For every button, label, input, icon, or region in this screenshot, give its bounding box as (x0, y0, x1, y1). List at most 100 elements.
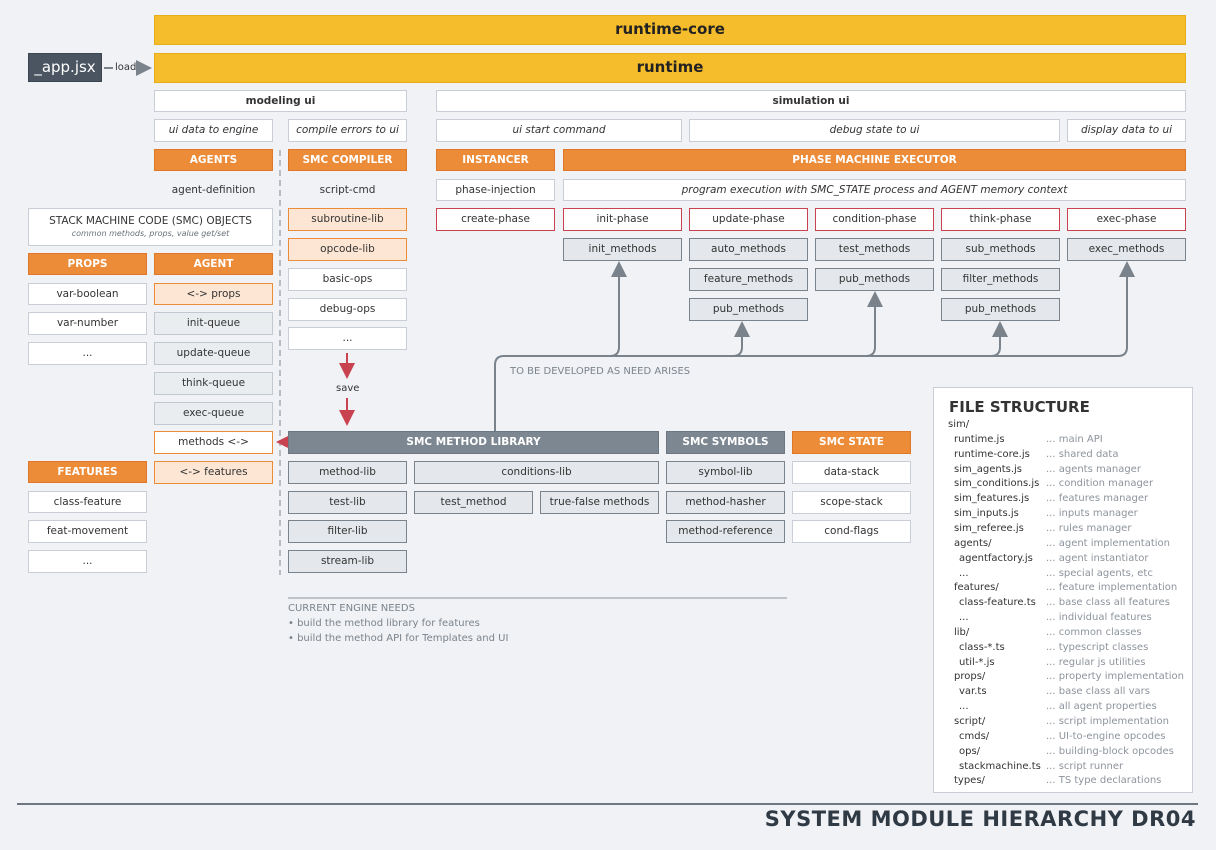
pub-methods-condition: pub_methods (815, 268, 934, 291)
smc-objects-title: STACK MACHINE CODE (SMC) OBJECTS (49, 215, 252, 228)
compiler-item: basic-ops (288, 268, 407, 291)
filter-lib: filter-lib (288, 520, 407, 543)
file-description: ... main API (1046, 433, 1103, 445)
file-path: sim_agents.js (954, 463, 1022, 475)
file-structure-row: ...... individual features (934, 612, 1192, 626)
file-path: stackmachine.ts (959, 760, 1041, 772)
file-description: ... agent implementation (1046, 537, 1171, 549)
smc-method-library-header: SMC METHOD LIBRARY (288, 431, 659, 454)
think-phase: think-phase (941, 208, 1060, 231)
compile-errors-to-ui: compile errors to ui (288, 119, 407, 142)
feature-methods: feature_methods (689, 268, 808, 291)
symbols-item: method-hasher (666, 491, 785, 514)
agent-item-exec-queue: exec-queue (154, 402, 273, 425)
file-structure-row: sim_conditions.js... condition manager (934, 478, 1192, 492)
file-structure-row: util-*.js... regular js utilities (934, 657, 1192, 671)
conditions-lib: conditions-lib (414, 461, 659, 484)
file-description: ... special agents, etc (1046, 567, 1153, 579)
props-item: ... (28, 342, 147, 365)
agent-definition: agent-definition (171, 183, 256, 196)
file-structure-row: ops/ ... building-block opcodes (934, 746, 1192, 760)
file-path: sim/ (948, 419, 970, 430)
pub-methods-update: pub_methods (689, 298, 808, 321)
file-description: ... UI-to-engine opcodes (1046, 730, 1166, 742)
file-path: ... (959, 567, 969, 579)
features-item: feat-movement (28, 520, 147, 543)
symbols-item: symbol-lib (666, 461, 785, 484)
create-phase: create-phase (436, 208, 555, 231)
file-description: ... condition manager (1046, 478, 1154, 490)
init-methods: init_methods (563, 238, 682, 261)
save-label: save (336, 383, 360, 394)
file-structure-row: sim_referee.js ... rules manager (934, 523, 1192, 537)
smc-state-header: SMC STATE (792, 431, 911, 454)
path-update (732, 321, 750, 357)
display-data-to-ui: display data to ui (1067, 119, 1186, 142)
needs-title: CURRENT ENGINE NEEDS (288, 603, 415, 614)
file-structure-row: ...... all agent properties (934, 701, 1192, 715)
file-description: ... typescript classes (1046, 641, 1149, 653)
file-description: ... property implementation (1046, 671, 1184, 683)
app-jsx-box: _app.jsx (28, 53, 102, 82)
file-structure-row: types/ ... TS type declarations (934, 775, 1192, 789)
file-path: sim_referee.js (954, 522, 1024, 534)
file-description: ... building-block opcodes (1046, 745, 1174, 757)
file-path: class-feature.ts (959, 597, 1036, 609)
file-structure-row: runtime.js ... main API (934, 434, 1192, 448)
file-path: types/ (954, 775, 985, 787)
file-description: ... script runner (1046, 760, 1124, 772)
stream-lib: stream-lib (288, 550, 407, 573)
file-description: ... common classes (1046, 626, 1142, 638)
file-path: props/ (954, 671, 986, 683)
test-method: test_method (414, 491, 533, 514)
file-structure-row: features/... feature implementation (934, 582, 1192, 596)
state-item: data-stack (792, 461, 911, 484)
update-phase: update-phase (689, 208, 808, 231)
file-description: ... TS type declarations (1046, 775, 1162, 787)
file-description: ... rules manager (1046, 522, 1132, 534)
init-phase: init-phase (563, 208, 682, 231)
path-think (990, 321, 1008, 357)
file-description: ... inputs manager (1046, 508, 1138, 520)
file-structure-title: FILE STRUCTURE (949, 398, 1090, 416)
file-structure-panel: FILE STRUCTURE sim/runtime.js ... main AP… (933, 387, 1193, 793)
compiler-item: script-cmd (319, 183, 376, 196)
to-be-developed-label: TO BE DEVELOPED AS NEED ARISES (510, 366, 691, 377)
exec-methods: exec_methods (1067, 238, 1186, 261)
file-path: ... (959, 612, 969, 624)
needs-item: • build the method API for Templates and… (288, 633, 509, 644)
file-structure-row: script/... script implementation (934, 716, 1192, 730)
phase-injection: phase-injection (436, 179, 555, 201)
file-path: lib/ (954, 626, 970, 638)
features-header: FEATURES (28, 461, 147, 483)
file-path: cmds/ (959, 730, 990, 742)
file-path: class-*.ts (959, 641, 1005, 653)
compiler-item: opcode-lib (288, 238, 407, 261)
modeling-ui-box: modeling ui (154, 90, 407, 112)
file-structure-row: stackmachine.ts ... script runner (934, 761, 1192, 775)
file-structure-row: sim_inputs.js... inputs manager (934, 508, 1192, 522)
file-description: ... script implementation (1046, 716, 1169, 727)
path-exec (494, 261, 1135, 432)
agents-header: AGENTS (154, 149, 273, 171)
file-structure-row: var.ts... base class all vars (934, 686, 1192, 700)
file-description: ... base class all vars (1046, 686, 1150, 698)
ui-start-command: ui start command (436, 119, 682, 142)
file-path: features/ (954, 582, 999, 594)
compiler-item: ... (288, 327, 407, 350)
pub-methods-think: pub_methods (941, 298, 1060, 321)
agent-item-think-queue: think-queue (154, 372, 273, 395)
instancer-header: INSTANCER (436, 149, 555, 171)
file-description: ... agent instantiator (1046, 552, 1149, 564)
condition-phase: condition-phase (815, 208, 934, 231)
file-path: runtime.js (954, 433, 1005, 445)
debug-state-to-ui: debug state to ui (689, 119, 1060, 142)
smc-objects-box: STACK MACHINE CODE (SMC) OBJECTS common … (28, 208, 273, 246)
file-structure-row: cmds/ ... UI-to-engine opcodes (934, 731, 1192, 745)
agent-item-props: <-> props (154, 283, 273, 305)
file-structure-row: sim_agents.js... agents manager (934, 464, 1192, 478)
file-structure-row: sim_features.js... features manager (934, 493, 1192, 507)
file-path: ops/ (959, 745, 981, 757)
file-path: agentfactory.js (959, 552, 1033, 564)
smc-objects-subtitle: common methods, props, value get/set (71, 229, 230, 239)
